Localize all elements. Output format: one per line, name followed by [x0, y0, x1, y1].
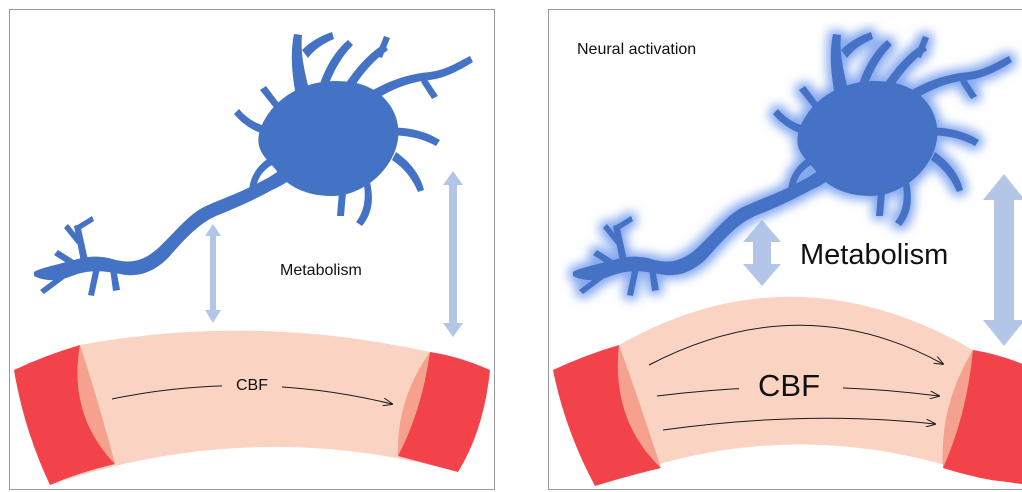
neuron-icon	[34, 32, 473, 296]
panel-header: Neural activation	[577, 41, 696, 58]
baseline-panel: CBF Metabolism	[9, 9, 495, 490]
cbf-label: CBF	[236, 377, 268, 394]
baseline-diagram: CBF Metabolism	[10, 10, 494, 489]
blood-vessel-icon	[14, 331, 490, 485]
metabolism-label: Metabolism	[280, 262, 362, 279]
cbf-label: CBF	[758, 368, 820, 403]
activation-panel: Neural activation CBF Metabolism	[548, 9, 1022, 490]
activation-diagram: Neural activation CBF Metabolism	[549, 10, 1022, 489]
metabolism-label: Metabolism	[800, 239, 948, 271]
